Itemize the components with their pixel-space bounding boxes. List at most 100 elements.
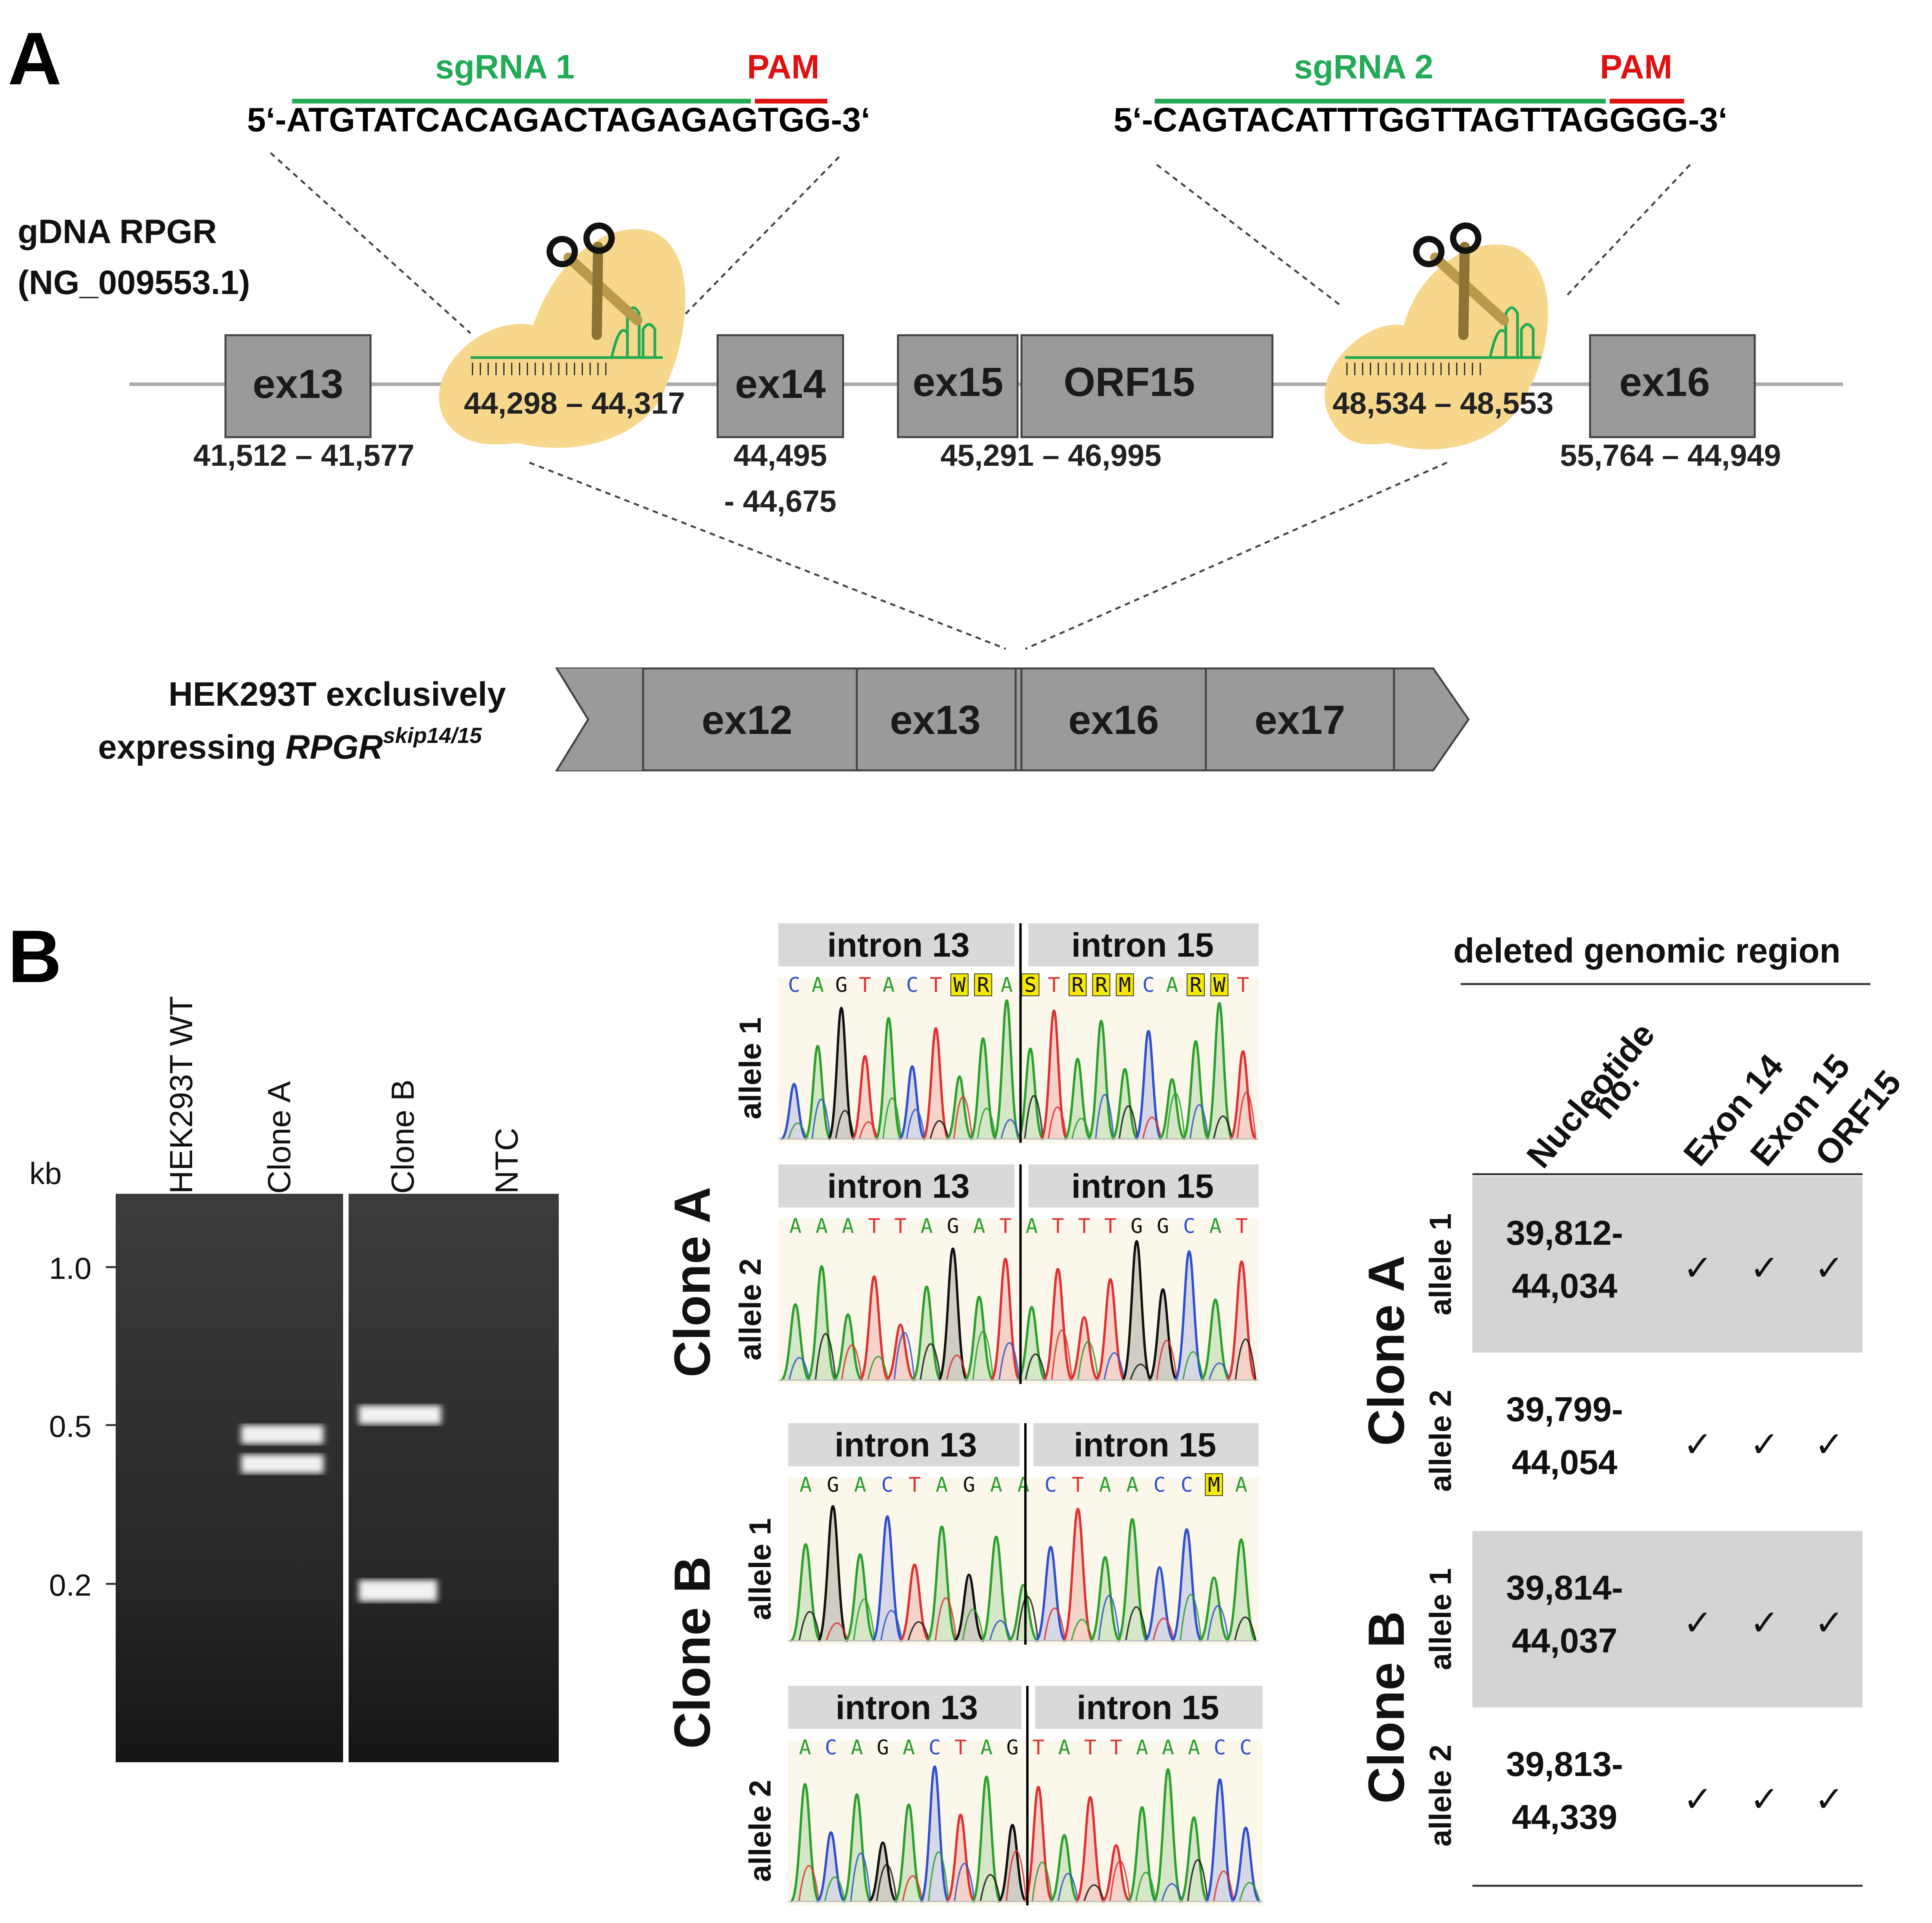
- ex13-coord: 41,512 – 41,577: [193, 438, 414, 472]
- deleted-check-1: ✓: [1683, 1425, 1712, 1464]
- trace-minor: [1016, 1596, 1039, 1641]
- trace-minor: [798, 1865, 820, 1902]
- base-call: C: [1181, 1473, 1193, 1497]
- trace-minor: [1043, 1607, 1066, 1641]
- intron-right-label: intron 15: [1074, 1426, 1216, 1464]
- base-call: C: [825, 1736, 837, 1760]
- base-call: A: [1136, 1736, 1148, 1760]
- ladder-1-0: 1.0: [49, 1251, 91, 1286]
- base-call: C: [929, 1736, 941, 1760]
- trace-minor: [954, 1863, 976, 1902]
- trace-peak: [1064, 1057, 1091, 1140]
- base-call: T: [859, 973, 871, 997]
- trace-minor: [907, 1621, 930, 1641]
- trace-peak: [844, 1553, 876, 1642]
- trace-minor: [1025, 1353, 1047, 1380]
- intron-right-header: [1033, 1423, 1259, 1466]
- scissors-icon: [1413, 222, 1509, 340]
- base-call: A: [851, 1736, 863, 1760]
- trace-peak: [1226, 1260, 1257, 1381]
- trace-minor: [920, 1343, 941, 1380]
- base-call: A: [800, 1473, 812, 1497]
- base-call: A: [990, 1473, 1002, 1497]
- base-call: A: [1025, 1215, 1038, 1238]
- base-call: T: [909, 1473, 921, 1497]
- base-call: A: [1162, 1736, 1174, 1760]
- trace-minor: [788, 1122, 808, 1139]
- target-dna-ticks-2: [1346, 363, 1481, 375]
- base-call: A: [789, 1215, 802, 1238]
- base-call: C: [1214, 1736, 1226, 1760]
- chromatogram-bg: [778, 1219, 1259, 1384]
- trace-minor: [1180, 1594, 1202, 1641]
- intron-right-label: intron 15: [1071, 926, 1214, 964]
- row-allele-label: allele 2: [1423, 1745, 1458, 1847]
- ex15-coord: 45,291 – 46,995: [940, 438, 1161, 472]
- ambiguous-base-highlight: [1069, 973, 1087, 996]
- scissors-icon: [546, 222, 643, 340]
- trace-minor: [1031, 1861, 1053, 1902]
- trace-minor: [1005, 1850, 1027, 1902]
- trace-minor: [1234, 1616, 1257, 1641]
- transcript-ex16: ex16: [1068, 697, 1159, 743]
- trace-minor: [1156, 1340, 1178, 1380]
- deleted-check-2: ✓: [1750, 1603, 1779, 1643]
- base-call: A: [1209, 1215, 1221, 1238]
- intron-right-label: intron 15: [1077, 1689, 1219, 1727]
- ex16-coord: 55,764 – 44,949: [1560, 438, 1781, 472]
- trace-peak: [945, 1813, 976, 1903]
- base-call: M: [1208, 1473, 1220, 1497]
- transcript-ex13: ex13: [890, 697, 980, 743]
- base-call: W: [953, 973, 966, 997]
- gdna-label-line2: (NG_009553.1): [18, 264, 250, 301]
- deleted-check-2: ✓: [1750, 1780, 1779, 1819]
- base-call: A: [842, 1215, 854, 1238]
- trace-minor: [824, 1876, 846, 1902]
- intron-right-header: [1028, 923, 1259, 966]
- trace-minor: [1189, 1104, 1209, 1139]
- trace-peak: [1200, 1298, 1230, 1381]
- trace-peak: [1101, 1844, 1131, 1903]
- base-call: C: [1045, 1473, 1057, 1497]
- table-clone-b-label: Clone B: [1358, 1611, 1415, 1803]
- ambiguous-base-highlight: [1210, 973, 1229, 996]
- deleted-check-3: ✓: [1814, 1780, 1844, 1819]
- base-call: T: [1048, 973, 1060, 997]
- base-call: A: [1058, 1736, 1071, 1760]
- trace-peak: [953, 1573, 985, 1642]
- nucleotide-start: 39,799-: [1506, 1390, 1623, 1429]
- sgrna1-sequence: 5‘-ATGTATCACAGACTAGAGAGTGG-3‘: [247, 101, 870, 139]
- trace-peak: [817, 1505, 849, 1642]
- trace-minor: [1236, 1091, 1257, 1139]
- trace-minor: [934, 1597, 957, 1641]
- trace-minor: [976, 1108, 997, 1139]
- base-call: G: [827, 1473, 839, 1497]
- trace-minor: [1161, 1883, 1183, 1902]
- base-call: C: [1142, 973, 1154, 997]
- ex14-coord-end: - 44,675: [724, 484, 836, 518]
- sgrna2-pam-label: PAM: [1600, 48, 1672, 86]
- trace-peak: [1016, 1306, 1047, 1381]
- trace-peak: [806, 1265, 837, 1381]
- trace-minor: [1083, 1884, 1105, 1902]
- ambiguous-base-highlight: [950, 973, 969, 996]
- trace-minor: [1057, 1873, 1079, 1902]
- ambiguous-base-highlight: [1205, 1473, 1223, 1496]
- intron-right-header: [1035, 1686, 1263, 1729]
- base-call: T: [1110, 1736, 1122, 1760]
- intron-left-label: intron 13: [834, 1426, 977, 1464]
- trace-peak: [971, 1775, 1002, 1903]
- base-call: R: [1095, 973, 1108, 997]
- nucleotide-end: 44,339: [1512, 1798, 1617, 1836]
- trace-minor: [1182, 1351, 1204, 1380]
- deleted-check-2: ✓: [1750, 1249, 1779, 1288]
- nucleotide-end: 44,037: [1512, 1621, 1617, 1660]
- nucleotide-start: 39,812-: [1506, 1213, 1623, 1252]
- trace-minor: [841, 1344, 863, 1380]
- gel-unit: kb: [29, 1156, 62, 1191]
- trace-peak: [911, 1285, 942, 1381]
